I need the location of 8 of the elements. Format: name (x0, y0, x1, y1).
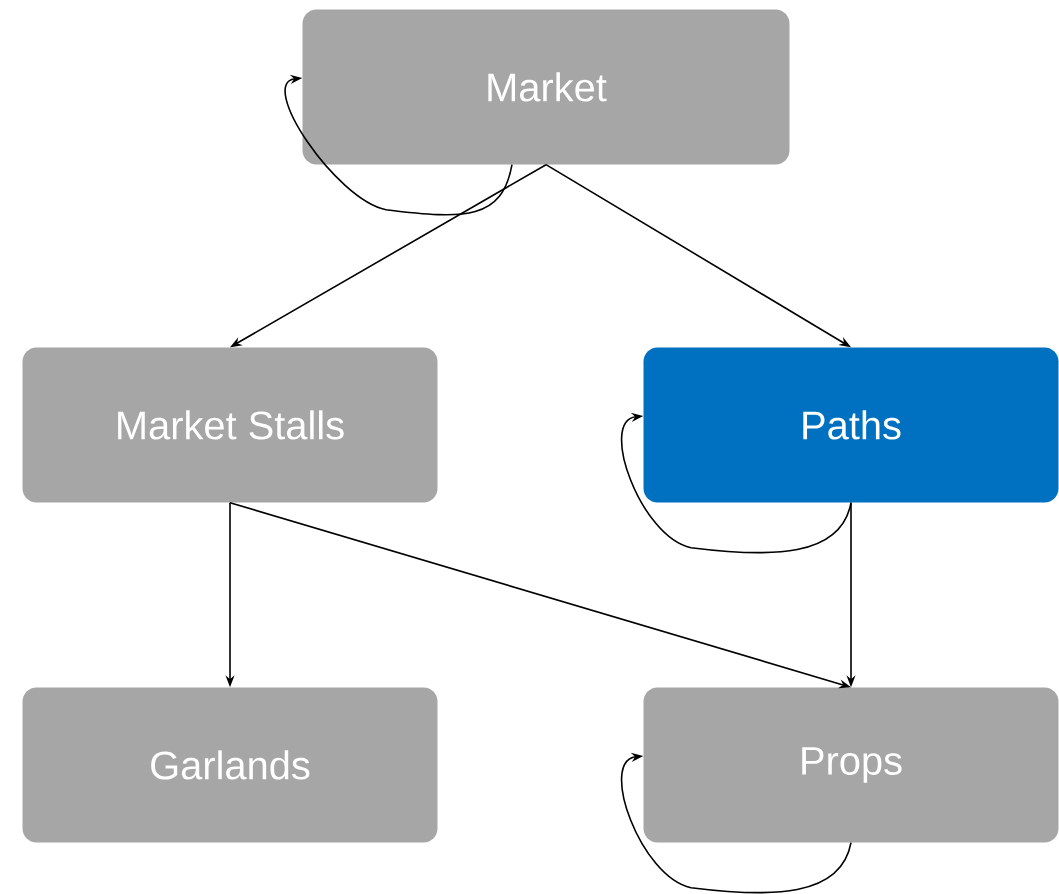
process-box: Market (302, 9, 790, 165)
process-box: Paths (643, 347, 1059, 503)
loop-arrow (620, 412, 852, 554)
process-box: Garlands (22, 687, 438, 843)
process-box: Props (643, 687, 1059, 843)
loop-arrow (620, 752, 852, 894)
loop-arrow (284, 74, 513, 216)
process-box: Market Stalls (22, 347, 438, 503)
